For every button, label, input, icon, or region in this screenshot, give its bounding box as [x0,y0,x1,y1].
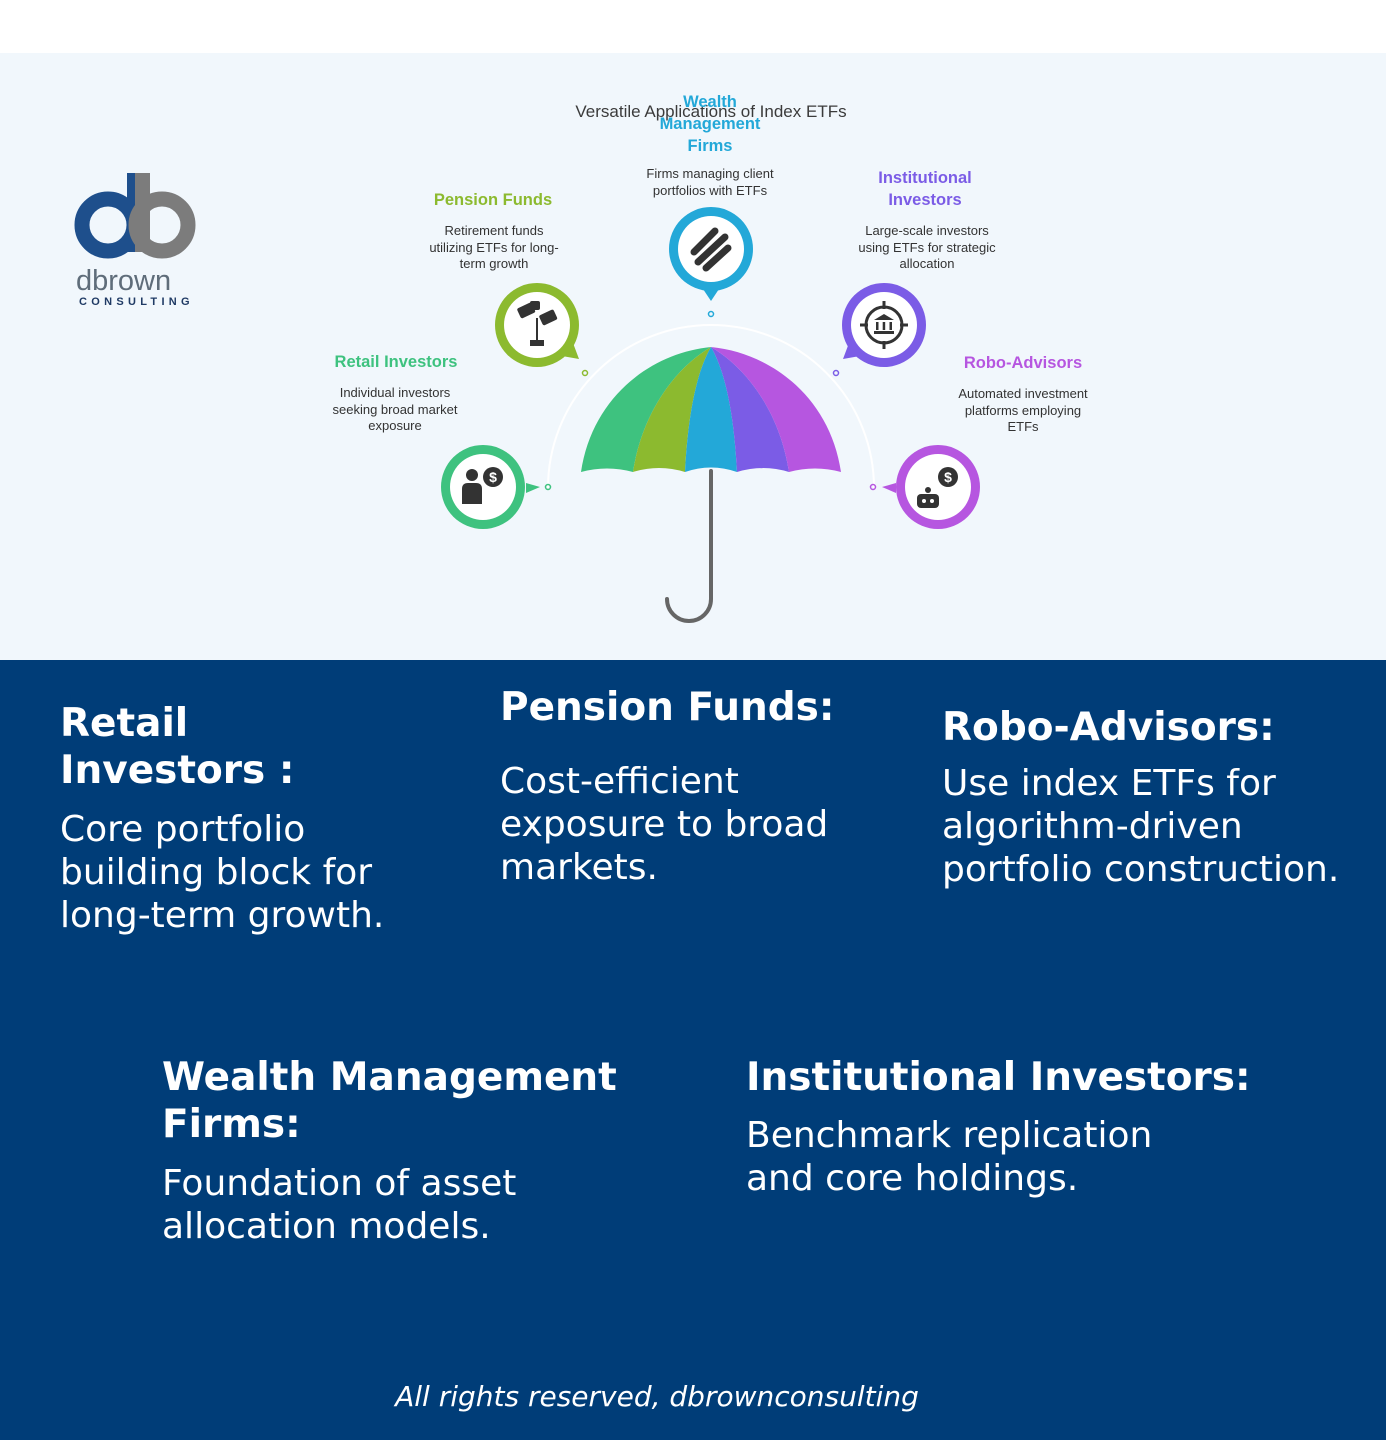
institutional-bubble [842,283,926,367]
retail-bubble: $ [441,445,540,529]
umbrella-handle [665,469,713,623]
canopy-panel-robo [711,347,841,472]
pension-bubble [495,283,579,367]
pension-desc: Retirement funds utilizing ETFs for long… [429,223,559,271]
retail-title: Retail Investors [334,353,458,371]
card-institutional-title: Institutional Investors: [746,1055,1251,1100]
arc-dot-retail [544,483,552,491]
svg-text:$: $ [944,469,952,485]
card-pension-body: Cost-efficient exposure to broad markets… [500,761,829,888]
bank-target-icon [860,301,908,349]
robot-dollar-icon: $ [917,467,958,508]
robo-title: Robo-Advisors [963,354,1083,372]
card-wealth-title: Wealth Management Firms: [162,1055,617,1147]
card-institutional-body: Benchmark replication and core holdings. [746,1115,1153,1199]
canopy-panel-pension [633,347,711,472]
card-retail-title: Retail Investors : [60,701,295,793]
card-pension-title: Pension Funds: [500,685,835,730]
svg-text:$: $ [489,469,497,485]
pension-title: Pension Funds [433,191,553,209]
arc-dot-wealth [707,310,715,318]
card-robo-title: Robo-Advisors: [942,705,1275,750]
institutional-title: Institutional Investors [878,169,972,209]
applications-panel: Retail Investors : Core portfolio buildi… [0,660,1386,1440]
db-logo-mark-icon [74,173,196,259]
wealth-desc: Firms managing client portfolios with ET… [646,166,774,198]
person-dollar-icon: $ [462,467,503,504]
arc-guide [547,324,875,489]
wealth-title: Wealth Management Firms [659,93,761,155]
robo-desc: Automated investment platforms employing… [958,386,1088,434]
arc-dot-institutional [832,369,840,377]
diagram-title: Versatile Applications of Index ETFs [575,102,847,121]
robo-bubble: $ [882,445,980,529]
card-robo-body: Use index ETFs for algorithm-driven port… [942,763,1340,890]
top-strip [0,0,1386,53]
canopy-panel-wealth [685,347,737,472]
retail-desc: Individual investors seeking broad marke… [332,385,458,433]
umbrella-diagram: Versatile Applications of Index ETFs dbr… [0,53,1386,660]
stacked-bars-icon [690,227,732,272]
canopy-panel-institutional [711,347,789,472]
logo-wordmark: dbrown [76,265,172,297]
arc-dot-robo [869,483,877,491]
card-retail-body: Core portfolio building block for long-t… [60,809,385,936]
wealth-bubble [669,207,753,301]
footer-copyright: All rights reserved, dbrownconsulting [395,1380,919,1413]
institutional-desc: Large-scale investors using ETFs for str… [858,223,996,271]
umbrella-graphic: $ [441,207,980,623]
money-plant-icon [517,301,558,346]
canopy-panel-retail [581,347,711,472]
arc-dot-pension [581,369,589,377]
logo-subtitle: CONSULTING [79,296,194,308]
card-wealth-body: Foundation of asset allocation models. [162,1163,517,1247]
